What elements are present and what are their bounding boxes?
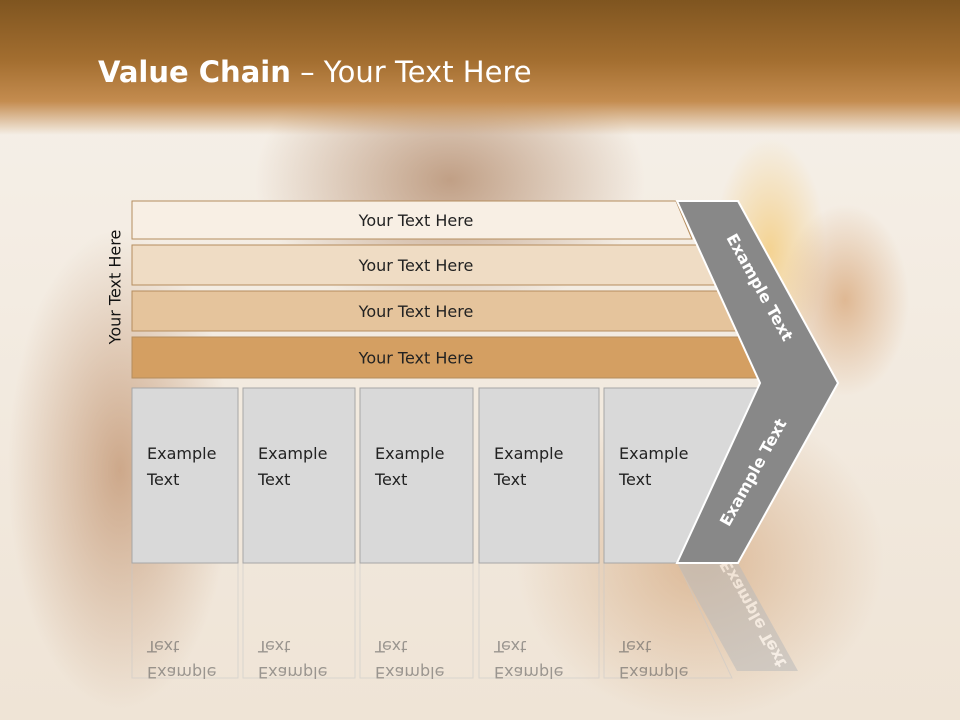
primary-box[interactable] bbox=[131, 387, 239, 564]
primary-box-line2: Text bbox=[618, 470, 651, 489]
primary-box-line1: Example bbox=[375, 444, 444, 463]
primary-box-reflection bbox=[478, 562, 600, 679]
primary-box-line1-reflection: Example bbox=[147, 663, 216, 682]
support-row[interactable] bbox=[131, 200, 693, 240]
primary-box-line2: Text bbox=[374, 470, 407, 489]
primary-box-line2-reflection: Text bbox=[257, 637, 290, 656]
primary-box-line2: Text bbox=[257, 470, 290, 489]
primary-box-line2: Text bbox=[493, 470, 526, 489]
primary-box-reflection bbox=[359, 562, 474, 679]
title-bold: Value Chain bbox=[98, 55, 291, 89]
support-row-label: Your Text Here bbox=[358, 211, 474, 230]
primary-box-line1: Example bbox=[147, 444, 216, 463]
header-band bbox=[0, 0, 960, 135]
primary-box-line1: Example bbox=[619, 444, 688, 463]
chevron-reflection bbox=[677, 563, 798, 671]
title-rest: – Your Text Here bbox=[290, 55, 532, 89]
primary-box[interactable] bbox=[242, 387, 356, 564]
primary-box-line1: Example bbox=[258, 444, 327, 463]
primary-box-line1-reflection: Example bbox=[494, 663, 563, 682]
support-row-label: Your Text Here bbox=[358, 302, 474, 321]
primary-box-line2-reflection: Text bbox=[493, 637, 526, 656]
chevron-shape[interactable] bbox=[675, 200, 840, 564]
primary-box-line2-reflection: Text bbox=[146, 637, 179, 656]
primary-box-line1-reflection: Example bbox=[258, 663, 327, 682]
primary-box-line1-reflection: Example bbox=[375, 663, 444, 682]
primary-box-line2-reflection: Text bbox=[618, 637, 651, 656]
support-row-label: Your Text Here bbox=[358, 256, 474, 275]
primary-box-line2: Text bbox=[146, 470, 179, 489]
slide-title: Value Chain – Your Text Here bbox=[98, 52, 532, 92]
primary-box-line1-reflection: Example bbox=[619, 663, 688, 682]
support-row-label: Your Text Here bbox=[358, 349, 474, 368]
primary-box-reflection bbox=[242, 562, 356, 679]
primary-box[interactable] bbox=[478, 387, 600, 564]
primary-box-line2-reflection: Text bbox=[374, 637, 407, 656]
primary-box-line1: Example bbox=[494, 444, 563, 463]
primary-box-reflection bbox=[131, 562, 239, 679]
primary-box[interactable] bbox=[359, 387, 474, 564]
